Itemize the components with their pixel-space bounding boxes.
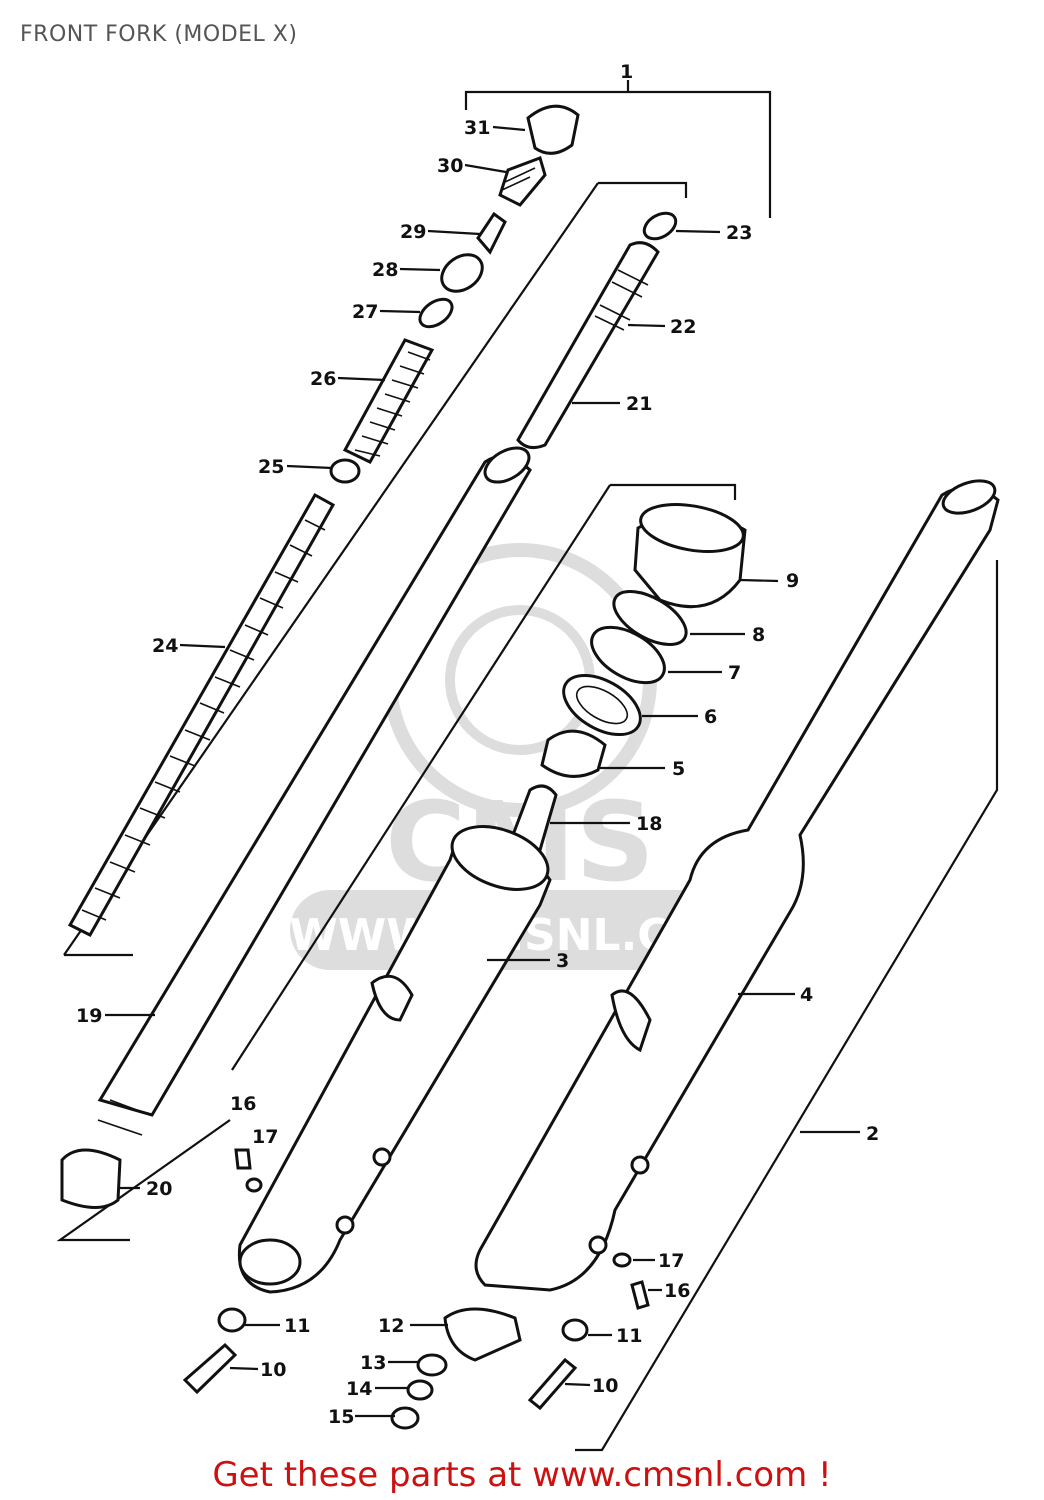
part-inner-tube-19 — [97, 446, 532, 1136]
callout-15: 15 — [328, 1406, 354, 1428]
callout-25: 25 — [258, 456, 284, 478]
part-ring-7 — [590, 625, 666, 685]
callout-30: 30 — [437, 155, 463, 177]
bracket-line-3 — [231, 484, 611, 1071]
part-washer-11-left — [217, 1307, 247, 1333]
callout-3: 3 — [556, 950, 569, 972]
part-washer-11-right — [561, 1318, 589, 1342]
callout-4: 4 — [800, 984, 813, 1006]
part-dust-seal-9 — [633, 503, 747, 609]
callout-10-right: 10 — [592, 1375, 618, 1397]
callout-22: 22 — [670, 316, 696, 338]
callout-5: 5 — [672, 758, 685, 780]
callout-labels: 1 2 3 4 5 6 7 8 9 10 10 11 11 12 13 14 1… — [76, 61, 879, 1428]
part-washer-25 — [329, 458, 361, 484]
callout-10-left: 10 — [260, 1359, 286, 1381]
bracket-bottom-20 — [56, 1119, 231, 1242]
part-cap-31 — [526, 104, 580, 155]
part-bolt-16-right — [630, 1280, 650, 1310]
part-spring-24 — [67, 492, 336, 937]
part-oil-seal-6 — [562, 673, 642, 737]
callout-14: 14 — [346, 1378, 372, 1400]
part-washer-17-left — [245, 1177, 263, 1193]
part-washer-14 — [406, 1379, 434, 1401]
callout-16-left: 16 — [230, 1093, 256, 1115]
callout-27: 27 — [352, 301, 378, 323]
part-bolt-16-left — [234, 1148, 252, 1170]
callout-24: 24 — [152, 635, 178, 657]
callout-20: 20 — [146, 1178, 172, 1200]
part-washer-27 — [418, 297, 454, 329]
callout-18: 18 — [636, 813, 662, 835]
callout-28: 28 — [372, 259, 398, 281]
part-23 — [642, 211, 678, 241]
callout-21: 21 — [626, 393, 652, 415]
callout-7: 7 — [728, 662, 741, 684]
leader-lines — [105, 125, 860, 1418]
part-29 — [476, 211, 507, 255]
part-outer-tube-4 — [474, 479, 1000, 1292]
bracket-outer-tube-group — [610, 483, 737, 500]
part-bushing-5 — [540, 729, 607, 778]
bracket-assembly-1 — [464, 80, 772, 218]
promo-footer-link[interactable]: Get these parts at www.cmsnl.com ! — [212, 1455, 832, 1495]
part-28 — [440, 253, 484, 293]
part-washer-17-right — [612, 1252, 632, 1268]
callout-11-left: 11 — [284, 1315, 310, 1337]
part-nut-15 — [390, 1406, 420, 1430]
part-bolt-30 — [498, 156, 547, 207]
part-spring-26 — [342, 338, 435, 464]
part-outer-tube-3 — [237, 825, 552, 1294]
callout-1: 1 — [620, 61, 633, 83]
part-18 — [505, 784, 558, 852]
part-bolt-10-left — [182, 1342, 238, 1395]
callout-6: 6 — [704, 706, 717, 728]
callout-17-left: 17 — [252, 1126, 278, 1148]
part-washer-13 — [416, 1353, 448, 1377]
part-bolt-10-right — [527, 1357, 578, 1411]
callout-31: 31 — [464, 117, 490, 139]
callout-19: 19 — [76, 1005, 102, 1027]
callout-23: 23 — [726, 222, 752, 244]
part-damper-rod-21 — [516, 241, 660, 450]
callout-11-right: 11 — [616, 1325, 642, 1347]
callout-16-right: 16 — [664, 1280, 690, 1302]
callout-26: 26 — [310, 368, 336, 390]
bracket-inner-tube-group — [598, 181, 688, 198]
bracket-assembly-2 — [575, 560, 999, 1452]
callout-17-right: 17 — [658, 1250, 684, 1272]
callout-9: 9 — [786, 570, 799, 592]
callout-29: 29 — [400, 221, 426, 243]
callout-12: 12 — [378, 1315, 404, 1337]
callout-13: 13 — [360, 1352, 386, 1374]
callout-8: 8 — [752, 624, 765, 646]
callout-2: 2 — [866, 1123, 879, 1145]
part-axle-holder-12 — [443, 1307, 522, 1362]
part-bushing-20 — [60, 1148, 122, 1209]
page-title: FRONT FORK (MODEL X) — [20, 22, 298, 47]
